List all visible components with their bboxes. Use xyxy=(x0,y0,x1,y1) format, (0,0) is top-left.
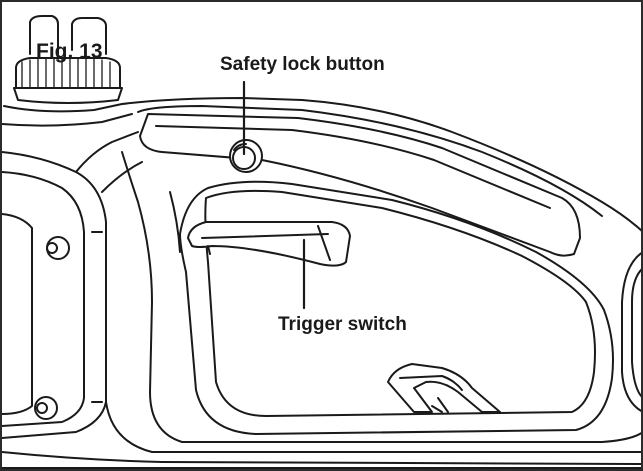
safety-lock-button xyxy=(230,140,262,172)
tension-knob xyxy=(14,16,122,103)
trigger-switch-label: Trigger switch xyxy=(278,314,407,335)
motor-housing xyxy=(2,132,142,438)
bottom-hook xyxy=(388,364,500,412)
leader-lines xyxy=(244,82,304,308)
figure-label: Fig. 13 xyxy=(36,40,103,63)
housing-outline xyxy=(2,98,643,256)
trigger-switch xyxy=(188,222,350,266)
handle-body xyxy=(106,152,643,452)
safety-lock-label: Safety lock button xyxy=(220,54,385,75)
bottom-band xyxy=(2,452,643,468)
rear-cap xyxy=(622,252,643,412)
